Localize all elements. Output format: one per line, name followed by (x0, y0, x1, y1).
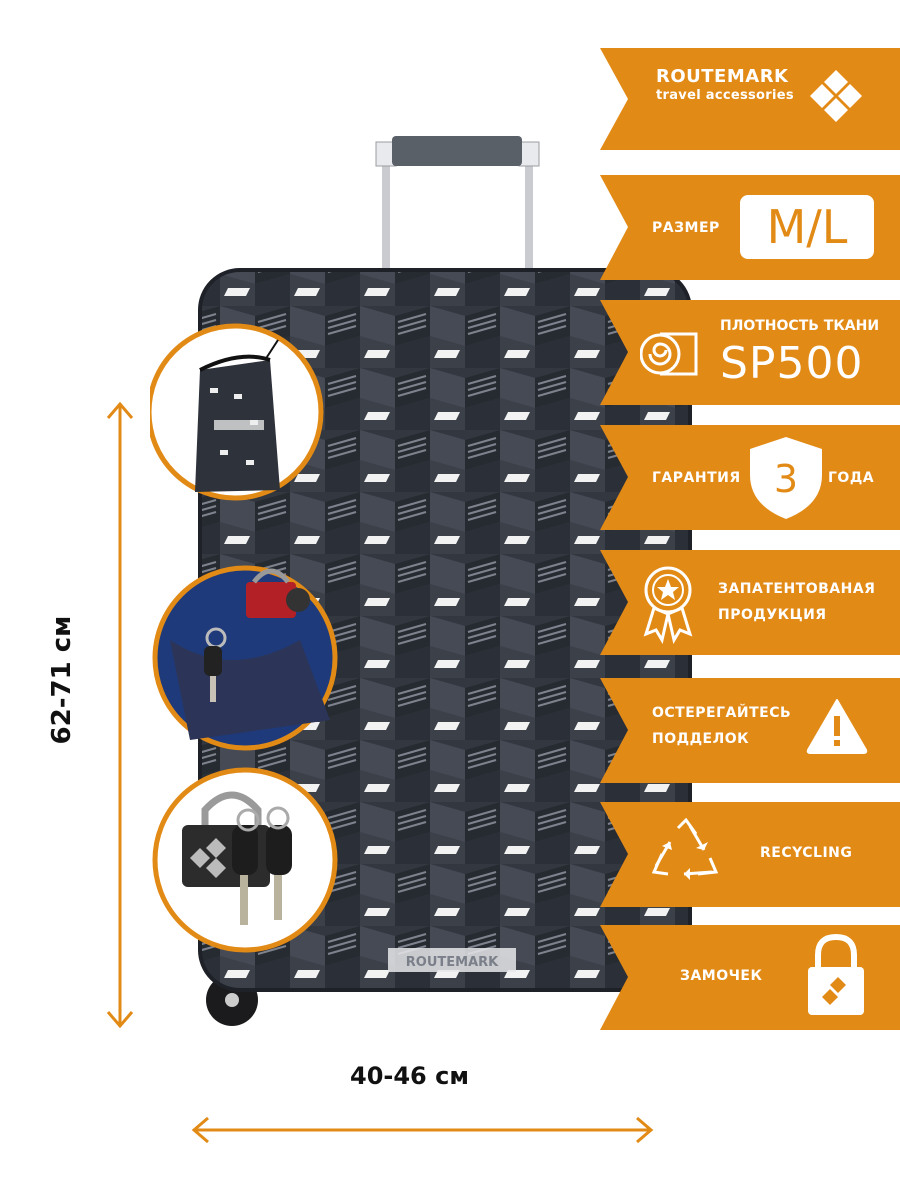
warranty-label-right: ГОДА (828, 470, 875, 486)
width-dimension-label: 40-46 см (350, 1062, 469, 1090)
padlock-icon (808, 933, 864, 1015)
warning-triangle-icon (806, 699, 868, 754)
fake-warning-line2: ПОДДЕЛОК (652, 731, 750, 747)
width-arrow (191, 1116, 654, 1144)
height-arrow (106, 401, 134, 1029)
warranty-value: 3 (773, 457, 799, 501)
recycling-banner: RECYCLING (600, 802, 900, 907)
height-dimension-label: 62-71 см (47, 615, 77, 745)
size-label: РАЗМЕР (652, 220, 720, 236)
density-label: ПЛОТНОСТЬ ТКАНИ (720, 318, 880, 334)
lock-label: ЗАМОЧЕК (680, 968, 763, 984)
fabric-roll-icon (640, 332, 698, 376)
medal-star-icon (643, 566, 693, 644)
svg-text:ROUTEMARK: ROUTEMARK (406, 955, 499, 970)
diamond-logo-icon (810, 70, 862, 122)
detail-circle-zipper-lock (152, 565, 338, 751)
density-value: SP500 (720, 338, 864, 389)
size-banner: РАЗМЕР M/L (600, 175, 900, 280)
patent-line1: ЗАПАТЕНТОВАНАЯ (718, 581, 876, 597)
warranty-banner: ГАРАНТИЯ 3 ГОДА (600, 425, 900, 530)
fake-warning-banner: ОСТЕРЕГАЙТЕСЬ ПОДДЕЛОК (600, 678, 900, 783)
cover-brand-label: ROUTEMARK (388, 948, 516, 972)
brand-name: ROUTEMARK (656, 66, 789, 87)
shield-icon (750, 437, 822, 519)
warranty-label-left: ГАРАНТИЯ (652, 470, 741, 486)
lock-banner: ЗАМОЧЕК (600, 925, 900, 1030)
patent-line2: ПРОДУКЦИЯ (718, 607, 827, 623)
size-value: M/L (740, 195, 874, 259)
detail-circle-bag (150, 323, 324, 501)
brand-banner: ROUTEMARK travel accessories (600, 48, 900, 150)
density-banner: ПЛОТНОСТЬ ТКАНИ SP500 (600, 300, 900, 405)
brand-tagline: travel accessories (656, 88, 794, 103)
suitcase-handle (375, 136, 540, 280)
fake-warning-line1: ОСТЕРЕГАЙТЕСЬ (652, 705, 792, 721)
detail-circle-padlock-keys (152, 767, 338, 953)
patent-banner: ЗАПАТЕНТОВАНАЯ ПРОДУКЦИЯ (600, 550, 900, 655)
recycle-icon (651, 818, 719, 880)
recycling-label: RECYCLING (760, 845, 853, 861)
